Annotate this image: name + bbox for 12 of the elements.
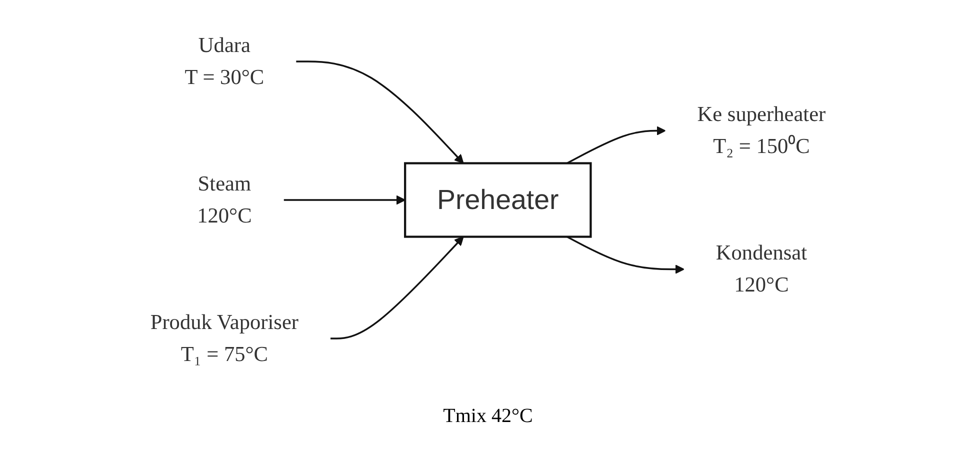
- arrow: [284, 195, 406, 205]
- node-text: Steam 120°C: [197, 172, 252, 228]
- node-text: Udara T = 30°C: [184, 34, 264, 90]
- node-text: Produk Vaporiser T₁ = 75°C: [150, 310, 299, 366]
- arrow: [330, 236, 464, 340]
- node-text: Ke superheater T₂ = 150⁰C: [697, 103, 826, 158]
- node-text: Kondensat 120°C: [716, 242, 808, 297]
- arrow: [566, 126, 666, 164]
- note-label: Tmix 42°C: [443, 405, 533, 427]
- node-box: Preheater: [404, 162, 592, 238]
- arrow: [296, 60, 464, 164]
- arrow: [566, 236, 684, 274]
